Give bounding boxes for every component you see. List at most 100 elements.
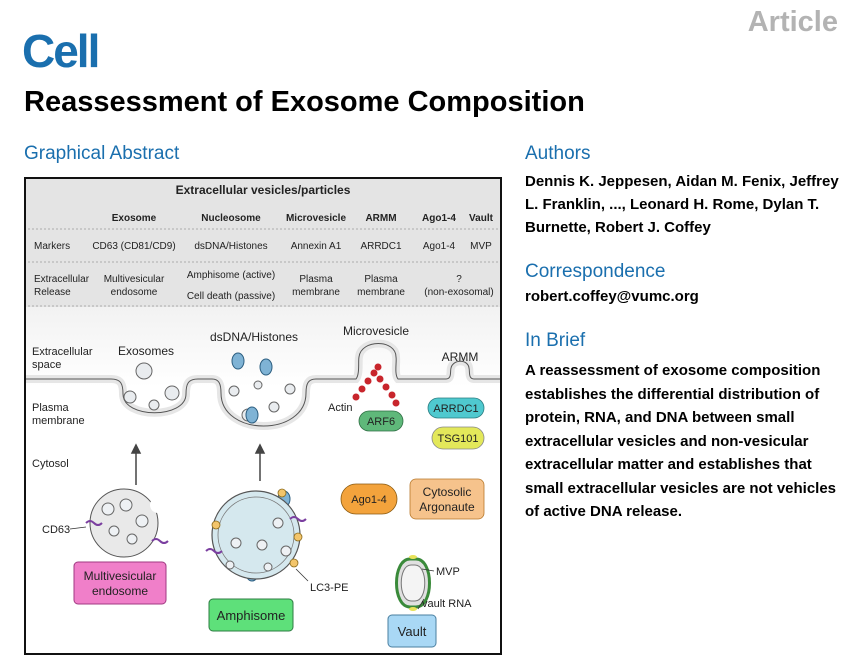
vault-box-label: Vault	[398, 624, 427, 639]
exosome-vesicle	[135, 362, 153, 380]
dsdna-histones-label: dsDNA/Histones	[210, 330, 298, 344]
actin-bead	[358, 385, 366, 393]
exosome-vesicle	[164, 385, 180, 401]
cd63-marker	[85, 520, 103, 526]
nucleosome-vesicle	[284, 383, 296, 395]
marker-armm: ARRDC1	[360, 241, 402, 252]
amphisome-vesicle	[263, 562, 273, 572]
plasma-membrane-label-1: Plasma	[32, 402, 70, 414]
cytosol-label: Cytosol	[32, 458, 69, 470]
actin-bead	[352, 393, 360, 401]
ago-label: Ago1-4	[351, 494, 386, 506]
lc3pe-label: LC3-PE	[310, 582, 349, 594]
vault-rna-cap	[409, 607, 417, 611]
arrow-head	[130, 443, 142, 454]
release-ago-vault-1: ?	[456, 274, 462, 285]
mve-box-label-1: Multivesicular	[84, 569, 157, 583]
amphisome-vesicle	[256, 539, 268, 551]
amphisome-vesicle	[225, 560, 235, 570]
cd63-marker	[289, 516, 307, 522]
extracellular-space-label-2: space	[32, 359, 61, 371]
correspondence-heading: Correspondence	[525, 261, 666, 282]
exosomes-label: Exosomes	[118, 344, 174, 358]
mve-label-box	[73, 561, 167, 605]
in-brief-heading: In Brief	[525, 330, 586, 351]
marker-exosome: CD63 (CD81/CD9)	[92, 241, 175, 252]
cd63-marker	[151, 538, 169, 544]
amphisome-vesicle	[280, 545, 292, 557]
argonaute-box	[409, 478, 485, 520]
release-nucleosome-2: Cell death (passive)	[187, 291, 275, 302]
marker-vault: MVP	[470, 241, 492, 252]
vault-rna-cap	[409, 555, 417, 559]
authors-list: Dennis K. Jeppesen, Aidan M. Fenix, Jeff…	[525, 173, 839, 236]
tsg101-label: TSG101	[438, 433, 479, 445]
nucleosome-icon	[231, 352, 245, 370]
arf6-label: ARF6	[367, 416, 395, 428]
nucleosome-vesicle	[253, 380, 263, 390]
nucleosome-vesicle	[268, 401, 280, 413]
mvp-label: MVP	[436, 566, 460, 578]
release-label-2: Release	[34, 287, 71, 298]
col-nucleosome: Nucleosome	[201, 213, 261, 224]
actin-bead	[374, 363, 382, 371]
exosome-vesicle	[123, 390, 137, 404]
release-nucleosome-1: Amphisome (active)	[187, 270, 275, 281]
marker-microvesicle: Annexin A1	[291, 241, 342, 252]
mvp-leader	[421, 568, 435, 572]
actin-label: Actin	[328, 402, 352, 414]
tsg101-pill	[431, 426, 485, 450]
release-ago-vault-2: (non-exosomal)	[424, 287, 493, 298]
mve-box-label-2: endosome	[92, 584, 148, 598]
lc3pe-leader	[295, 568, 309, 582]
release-exosome-2: endosome	[111, 287, 158, 298]
vault-rna-leader	[417, 598, 425, 610]
release-label-1: Extracellular	[34, 274, 90, 285]
mve-vesicle	[101, 502, 115, 516]
release-armm-1: Plasma	[364, 274, 398, 285]
arf6-pill	[358, 410, 404, 432]
lc3pe-marker	[293, 532, 303, 542]
plasma-membrane-outline	[26, 343, 500, 427]
col-ago: Ago1-4	[422, 213, 456, 224]
arrdc1-label: ARRDC1	[433, 403, 478, 415]
mve-vesicle	[108, 525, 120, 537]
table-background	[26, 179, 500, 307]
release-microvesicle-2: membrane	[292, 287, 340, 298]
amphisome-vesicle	[230, 537, 242, 549]
amphisome-label-box	[208, 598, 294, 632]
paper-title: Reassessment of Exosome Composition	[24, 86, 585, 118]
col-armm: ARMM	[365, 213, 396, 224]
arrdc1-pill	[427, 397, 485, 419]
nucleosome-vesicle	[228, 385, 240, 397]
release-armm-2: membrane	[357, 287, 405, 298]
cd63-marker	[205, 548, 223, 554]
vault-inner	[400, 564, 426, 602]
ago-pill	[340, 483, 398, 515]
graphical-abstract-svg: Extracellular vesicles/particles Exosome…	[26, 179, 500, 648]
col-microvesicle: Microvesicle	[286, 213, 346, 224]
table-title: Extracellular vesicles/particles	[176, 183, 351, 197]
cd63-leader	[69, 526, 87, 530]
mve-notch	[150, 497, 166, 513]
extracellular-space-label-1: Extracellular	[32, 346, 93, 358]
amphisome-body	[211, 490, 301, 580]
arrow-head	[254, 443, 266, 454]
armm-label: ARMM	[442, 350, 479, 364]
lc3pe-marker	[277, 488, 287, 498]
actin-bead	[382, 383, 390, 391]
graphical-abstract-heading: Graphical Abstract	[24, 143, 180, 164]
actin-bead	[370, 369, 378, 377]
marker-nucleosome: dsDNA/Histones	[194, 241, 267, 252]
nucleosome-icon	[245, 406, 259, 424]
release-exosome-1: Multivesicular	[104, 274, 165, 285]
lc3pe-marker	[211, 520, 221, 530]
in-brief-text: A reassessment of exosome composition es…	[525, 362, 837, 520]
amphisome-vesicle	[272, 517, 284, 529]
correspondence-email[interactable]: robert.coffey@vumc.org	[525, 288, 699, 305]
nucleosome-icon	[259, 358, 273, 376]
actin-bead	[364, 377, 372, 385]
mve-vesicle	[119, 498, 133, 512]
vault-label-box	[387, 614, 437, 648]
argonaute-label-1: Cytosolic	[423, 485, 472, 499]
